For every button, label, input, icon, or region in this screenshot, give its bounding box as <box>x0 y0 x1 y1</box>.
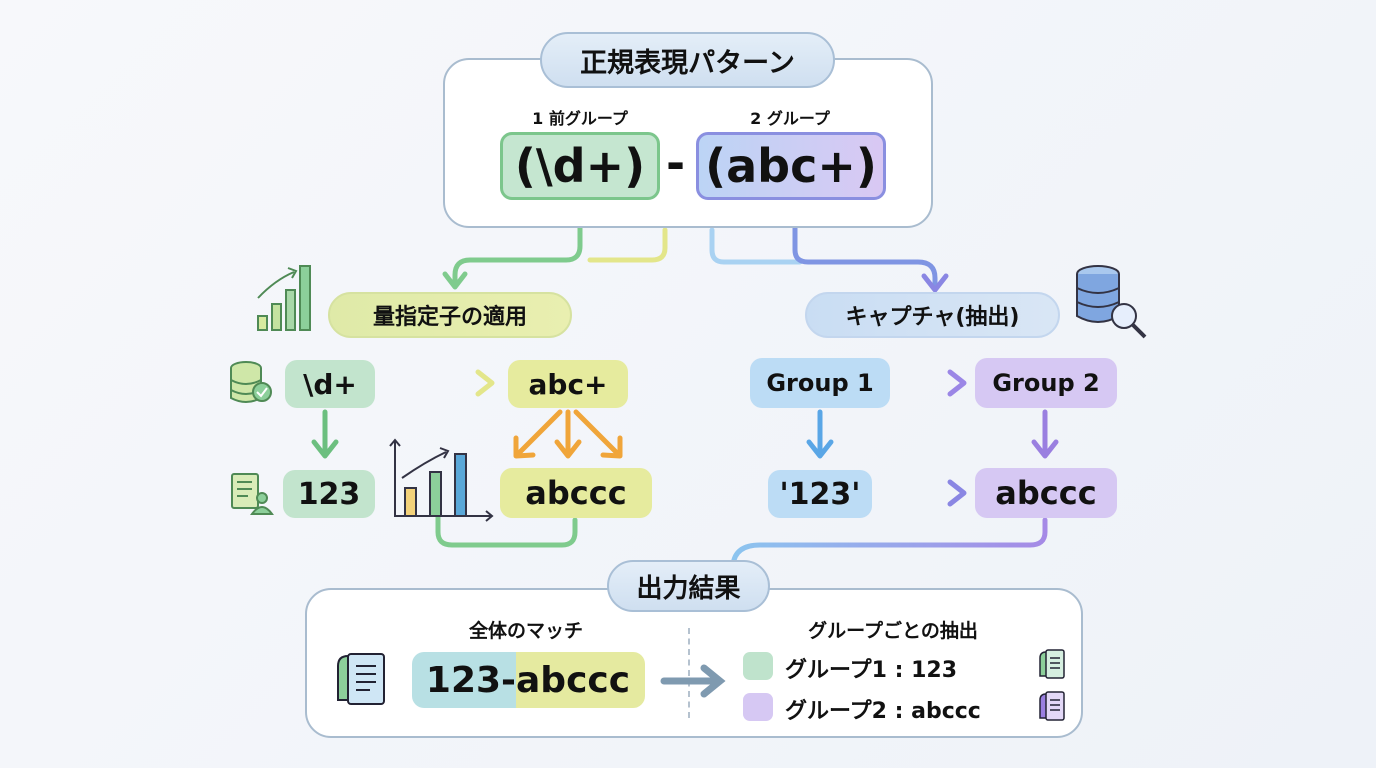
capture-group2-value: abccc <box>975 468 1117 518</box>
group1-label: 1 前グループ <box>532 109 628 128</box>
capture-group1-value: '123' <box>768 470 872 518</box>
capture-group2: Group 2 <box>975 358 1117 408</box>
group2-swatch <box>743 693 773 721</box>
connector-yellow <box>587 227 668 263</box>
connector-blue <box>792 199 938 287</box>
connector-to-output <box>730 517 1048 568</box>
full-match-label: 全体のマッチ <box>468 620 584 642</box>
digit-token: \d+ <box>285 360 375 408</box>
scroll-document-icon <box>337 653 385 705</box>
pattern-title: 正規表現パターン <box>540 32 835 88</box>
group2-line: グループ2 : abccc <box>785 699 981 724</box>
abc-token: abc+ <box>508 360 628 408</box>
arrow-right-icon <box>660 664 726 698</box>
arrow-abc-down-right <box>573 409 619 455</box>
group1-line: グループ1 : 123 <box>785 658 958 683</box>
divider <box>688 628 690 718</box>
separator: - <box>666 136 686 190</box>
database-search-icon <box>1076 265 1147 339</box>
group2-document-icon <box>1039 691 1065 721</box>
group1-document-icon <box>1039 649 1065 679</box>
abc-result: abccc <box>500 468 652 518</box>
arrow-abc-down-left <box>517 409 563 455</box>
digit-result: 123 <box>283 470 375 518</box>
group2-regex: (abc+) <box>696 132 886 200</box>
bar-chart-axis-icon <box>389 438 494 522</box>
connector-green <box>452 199 583 285</box>
quantifier-title: 量指定子の適用 <box>328 292 572 338</box>
connector-result-loop <box>435 497 578 548</box>
group1-swatch <box>743 652 773 680</box>
database-check-icon <box>230 361 272 403</box>
capture-group1: Group 1 <box>750 358 890 408</box>
group1-regex: (\d+) <box>500 132 660 200</box>
per-group-label: グループごとの抽出 <box>808 620 978 642</box>
document-user-icon <box>231 473 274 515</box>
connector-lightblue <box>709 227 803 265</box>
bar-chart-growth-icon <box>257 265 311 331</box>
output-title: 出力結果 <box>607 560 770 612</box>
full-match-part1: 123- <box>412 652 516 708</box>
full-match-part2: abccc <box>516 652 645 708</box>
capture-title: キャプチャ(抽出) <box>805 292 1060 338</box>
full-match-box: 123- abccc <box>412 652 645 708</box>
group2-label: 2 グループ <box>750 109 830 128</box>
